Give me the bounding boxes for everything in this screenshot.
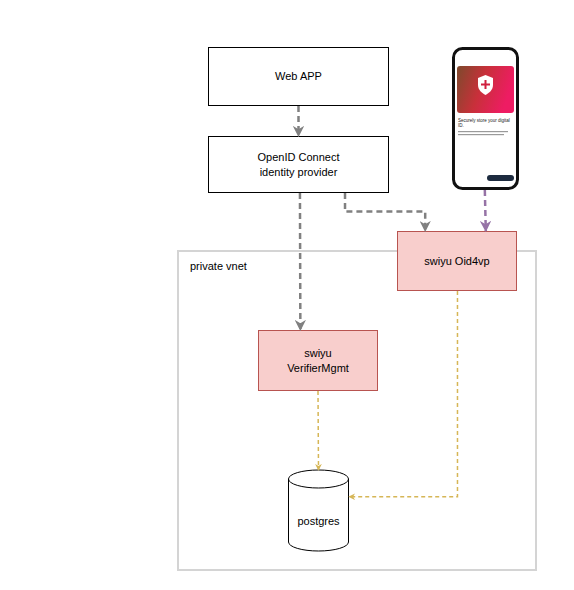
phone-illustration: Securely store your digital ID. <box>452 47 519 190</box>
phone-button <box>487 175 514 181</box>
network-boundary: private vnet swiyu Oid4vp swiyu VerifierMg… <box>177 250 537 571</box>
cylinder-body <box>289 470 349 551</box>
screen-text: Securely store your digital ID. <box>458 118 510 129</box>
database-cylinder: postgres <box>288 470 349 551</box>
node-label: postgres <box>297 514 339 529</box>
phone-banner <box>457 66 514 113</box>
connector <box>484 190 487 231</box>
group-heading: private vnet <box>190 259 247 274</box>
placeholder-line <box>458 131 508 132</box>
cross-icon <box>481 80 490 89</box>
cylinder-shape <box>288 470 349 551</box>
node-label: swiyu Oid4vp <box>424 254 489 269</box>
connector <box>345 193 425 231</box>
placeholder-line <box>458 134 504 135</box>
process-box: OpenID Connect identity provider <box>208 136 389 193</box>
service-box: swiyu VerifierMgmt <box>258 330 378 391</box>
connector <box>317 391 319 470</box>
connector <box>299 193 302 330</box>
node-label: Web APP <box>275 69 322 84</box>
connector <box>349 291 457 497</box>
process-box: Web APP <box>208 47 389 106</box>
cylinder-rim <box>289 479 349 488</box>
service-box: swiyu Oid4vp <box>397 231 517 291</box>
connector <box>297 106 300 136</box>
node-label: OpenID Connect identity provider <box>243 150 355 180</box>
shield-icon <box>478 75 493 95</box>
node-label: swiyu VerifierMgmt <box>278 346 358 376</box>
phone-frame <box>454 49 518 189</box>
